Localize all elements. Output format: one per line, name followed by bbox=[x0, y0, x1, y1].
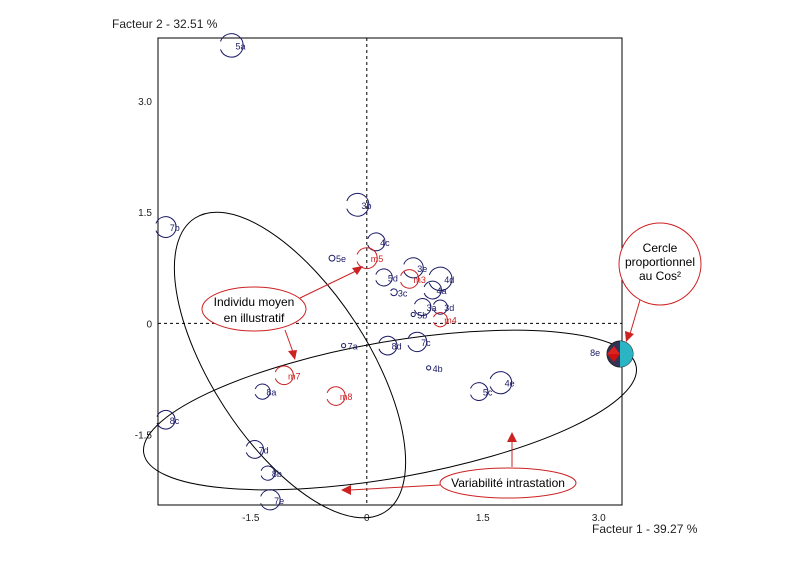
point-label-m7: m7 bbox=[288, 371, 301, 381]
point-marker-7a bbox=[341, 343, 347, 349]
callout-individu-line2: en illustratif bbox=[224, 311, 285, 325]
arrow-to-m7 bbox=[284, 329, 294, 353]
point-label-3a: 3a bbox=[426, 303, 436, 313]
point-label-5c: 5c bbox=[483, 388, 493, 398]
point-marker-5e bbox=[328, 254, 336, 262]
point-label-7d: 7d bbox=[259, 445, 269, 455]
variability-ellipses bbox=[143, 211, 637, 519]
ellipse-horizontal bbox=[143, 329, 637, 491]
y-ticks: -1.5 0 1.5 3.0 bbox=[135, 97, 153, 442]
x-tick-label: 1.5 bbox=[476, 513, 490, 524]
point-marker-4b bbox=[426, 365, 432, 371]
point-label-8d: 8d bbox=[392, 342, 402, 352]
point-marker-8b bbox=[260, 465, 276, 481]
point-marker-7b bbox=[155, 216, 177, 238]
callout-individu-moyen: Individu moyen en illustratif bbox=[201, 266, 363, 360]
point-label-8b: 8b bbox=[272, 469, 282, 479]
point-label-4c: 4c bbox=[380, 238, 390, 248]
point-label-4a: 4a bbox=[437, 286, 447, 296]
point-8e-highlight bbox=[606, 340, 634, 368]
point-marker-5b bbox=[410, 311, 416, 318]
x-tick-label: 0 bbox=[364, 513, 370, 524]
point-label-3d: 3d bbox=[444, 303, 454, 313]
point-label-7c: 7c bbox=[421, 338, 431, 348]
point-label-4d: 4d bbox=[444, 275, 454, 285]
point-marker-7c bbox=[407, 331, 428, 353]
x-tick-label: -1.5 bbox=[242, 513, 260, 524]
callout-cercle-line1: Cercle bbox=[643, 241, 678, 255]
point-marker-m5 bbox=[356, 247, 378, 270]
point-label-m4: m4 bbox=[444, 316, 457, 326]
point-marker-8c bbox=[156, 410, 176, 430]
x-ticks: -1.5 0 1.5 3.0 bbox=[242, 513, 606, 524]
point-label-5d: 5d bbox=[388, 273, 398, 283]
point-label-8e: 8e bbox=[590, 348, 600, 358]
y-tick-label: 1.5 bbox=[138, 208, 152, 219]
point-marker-5a bbox=[220, 33, 244, 58]
ellipse-diagonal bbox=[173, 211, 407, 519]
y-tick-label: 3.0 bbox=[138, 97, 152, 108]
point-marker-3b bbox=[346, 192, 370, 217]
point-marker-8a bbox=[254, 383, 271, 400]
point-label-5e: 5e bbox=[336, 254, 346, 264]
callout-cercle: Cercle proportionnel au Cos² bbox=[618, 222, 702, 342]
callout-cercle-line2: proportionnel bbox=[625, 255, 695, 269]
point-label-m3: m3 bbox=[413, 275, 426, 285]
y-tick-label: -1.5 bbox=[135, 431, 153, 442]
x-axis-title: Facteur 1 - 39.27 % bbox=[592, 522, 698, 536]
point-marker-m7 bbox=[274, 365, 294, 386]
point-marker-8d bbox=[378, 335, 398, 356]
point-marker-3e bbox=[403, 257, 424, 279]
y-tick-label: 0 bbox=[146, 319, 152, 330]
point-label-8a: 8a bbox=[266, 388, 276, 398]
point-label-5a: 5a bbox=[235, 41, 245, 51]
point-marker-4e bbox=[489, 371, 513, 395]
point-marker-5d bbox=[375, 268, 393, 287]
arrow-to-left-ellipse bbox=[349, 484, 441, 491]
x-tick-label: 3.0 bbox=[592, 513, 606, 524]
point-marker-m4 bbox=[433, 312, 448, 328]
point-label-7a: 7a bbox=[348, 342, 358, 352]
point-marker-7d bbox=[245, 440, 265, 459]
point-label-4e: 4e bbox=[505, 379, 515, 389]
point-label-m8: m8 bbox=[340, 392, 353, 402]
point-label-7e: 7e bbox=[274, 496, 284, 506]
point-label-7b: 7b bbox=[170, 223, 180, 233]
point-marker-4a bbox=[423, 280, 442, 300]
point-marker-m8 bbox=[326, 386, 346, 406]
callout-cercle-line3: au Cos² bbox=[639, 269, 681, 283]
point-label-3c: 3c bbox=[398, 288, 408, 298]
callout-variabilite: Variabilité intrastation bbox=[341, 432, 577, 499]
arrow-to-m5 bbox=[299, 269, 359, 299]
callout-individu-line1: Individu moyen bbox=[214, 295, 295, 309]
point-marker-3c bbox=[390, 288, 398, 297]
point-label-3b: 3b bbox=[362, 201, 372, 211]
callout-variabilite-text: Variabilité intrastation bbox=[451, 476, 565, 490]
point-label-3e: 3e bbox=[417, 264, 427, 274]
point-marker-5c bbox=[470, 382, 489, 401]
point-marker-3a bbox=[414, 298, 432, 317]
point-marker-m3 bbox=[400, 269, 420, 289]
point-marker-7e bbox=[260, 489, 281, 511]
arrow-to-8e bbox=[629, 299, 641, 335]
y-axis-title: Facteur 2 - 32.51 % bbox=[112, 17, 218, 31]
point-label-5b: 5b bbox=[417, 310, 427, 320]
point-label-m5: m5 bbox=[371, 254, 384, 264]
point-label-8c: 8c bbox=[170, 416, 180, 426]
point-label-4b: 4b bbox=[433, 364, 443, 374]
point-marker-4d bbox=[428, 266, 453, 292]
